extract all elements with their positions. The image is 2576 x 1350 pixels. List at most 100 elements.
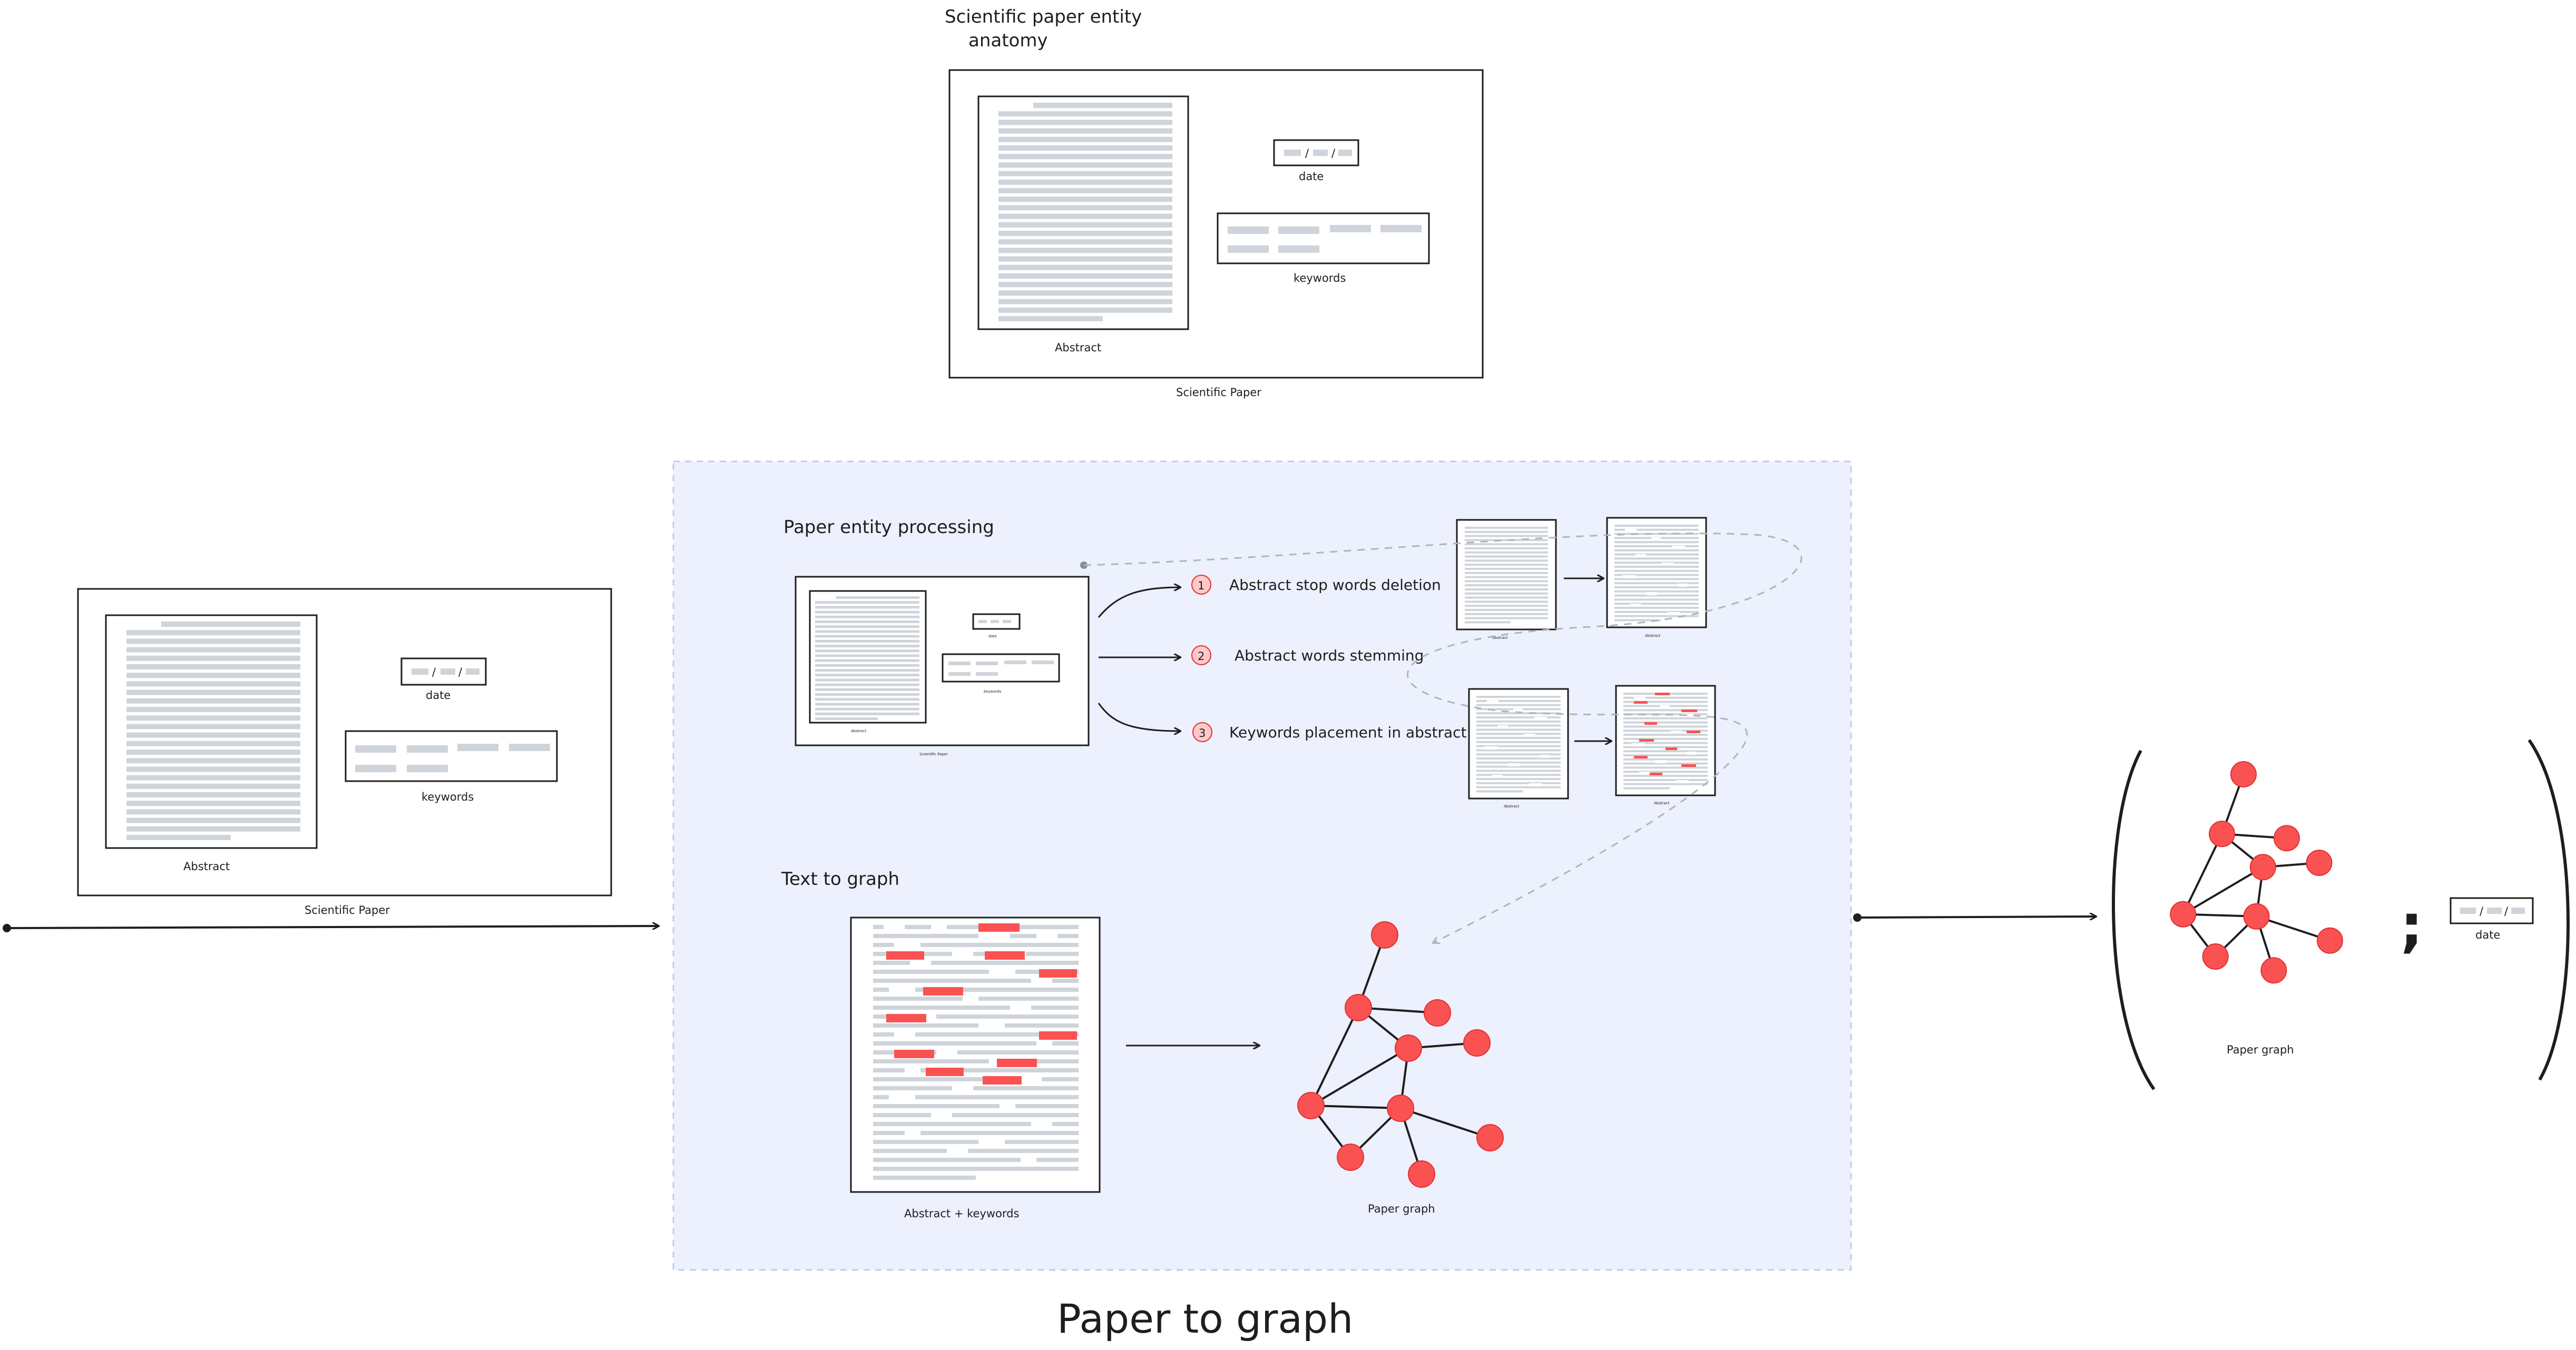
text-line bbox=[1614, 528, 1699, 531]
text-line bbox=[873, 1122, 1079, 1126]
diagram-title: Paper to graph bbox=[1057, 1295, 1353, 1342]
text-line bbox=[1465, 576, 1548, 578]
graph-node bbox=[2274, 825, 2300, 852]
text-line bbox=[873, 1077, 1079, 1081]
text-line bbox=[998, 290, 1172, 296]
removed-word bbox=[1630, 604, 1641, 607]
removed-word bbox=[1031, 1122, 1052, 1128]
input-abstract-label: Abstract bbox=[183, 860, 230, 873]
text-line bbox=[815, 649, 919, 653]
text-line bbox=[1476, 757, 1561, 760]
thumb-keywords-after-lines bbox=[1623, 693, 1708, 790]
mini-keywords-placeholder bbox=[948, 661, 1054, 676]
input-keywords-box bbox=[345, 730, 558, 782]
text-line bbox=[161, 622, 300, 627]
text-line bbox=[126, 707, 300, 712]
text-line bbox=[126, 783, 300, 789]
text-line bbox=[1465, 609, 1548, 611]
text-line bbox=[998, 307, 1172, 313]
anatomy-paper-label: Scientific Paper bbox=[1176, 386, 1261, 399]
graph-node bbox=[1387, 1095, 1414, 1122]
text-line bbox=[1465, 568, 1548, 570]
thumb-3-label: Abstract bbox=[1504, 804, 1520, 809]
input-paper-section: Abstract / / date keywords Scientific Pa… bbox=[3, 588, 659, 932]
removed-word bbox=[1524, 734, 1535, 737]
text-line bbox=[1623, 783, 1708, 785]
text-line bbox=[873, 1023, 1079, 1028]
input-abstract-text-lines bbox=[126, 622, 300, 840]
graph-node bbox=[2260, 957, 2287, 984]
text-line bbox=[126, 835, 231, 840]
text-line bbox=[873, 1095, 1079, 1099]
removed-word bbox=[910, 961, 931, 967]
keyword-highlight bbox=[1634, 701, 1648, 704]
keyword-highlight bbox=[1681, 764, 1696, 767]
removed-word bbox=[947, 1149, 968, 1155]
keyword-highlight bbox=[1687, 731, 1700, 733]
text-line bbox=[1623, 762, 1708, 765]
removed-word bbox=[1625, 529, 1637, 532]
text-line bbox=[873, 925, 1079, 929]
text-line bbox=[873, 1068, 1079, 1072]
removed-word bbox=[889, 1095, 915, 1101]
text-line bbox=[873, 970, 1079, 974]
thumb-keywords-before bbox=[1468, 688, 1569, 800]
text-line bbox=[126, 775, 300, 781]
pipeline-dashed-connector bbox=[1083, 533, 1803, 943]
text-line bbox=[998, 205, 1172, 211]
text-line bbox=[1465, 559, 1548, 562]
graph-node bbox=[2170, 901, 2197, 928]
text-line bbox=[873, 1158, 1079, 1162]
graph-node bbox=[1337, 1144, 1364, 1171]
text-line bbox=[1614, 578, 1699, 580]
keyword-highlight bbox=[1634, 756, 1648, 758]
output-date-label: date bbox=[2475, 929, 2500, 941]
text-line bbox=[1614, 615, 1699, 617]
processing-title: Paper entity processing bbox=[783, 517, 994, 538]
mini-paper-label: Scientific Paper bbox=[919, 752, 948, 756]
text-line bbox=[815, 693, 919, 696]
text-line bbox=[873, 988, 1079, 992]
text-line bbox=[998, 264, 1172, 270]
text-line bbox=[815, 669, 919, 672]
removed-word bbox=[905, 1131, 920, 1137]
text-line bbox=[998, 179, 1172, 185]
text-line bbox=[126, 741, 300, 746]
removed-word bbox=[1631, 743, 1645, 746]
text-line bbox=[1623, 701, 1708, 703]
text-line bbox=[1614, 594, 1699, 597]
text-line bbox=[126, 673, 300, 678]
keyword-highlight bbox=[1039, 1031, 1077, 1040]
text-line bbox=[1614, 574, 1699, 576]
graph-node bbox=[2306, 850, 2333, 876]
text-line bbox=[1465, 527, 1548, 529]
graph-node bbox=[1371, 921, 1398, 949]
text-line bbox=[1614, 541, 1699, 544]
removed-word bbox=[936, 1050, 957, 1057]
anatomy-title-line1: Scientific paper entity bbox=[945, 6, 1142, 27]
thumb-2-label: Abstract bbox=[1645, 634, 1661, 638]
input-keywords-label: keywords bbox=[422, 791, 474, 803]
keyword-highlight bbox=[886, 1014, 926, 1022]
text-line bbox=[815, 620, 919, 623]
text-line bbox=[1614, 603, 1699, 605]
svg-text:/: / bbox=[2504, 905, 2509, 918]
removed-word bbox=[963, 997, 978, 1003]
text-line bbox=[815, 703, 919, 706]
text-line bbox=[126, 689, 300, 695]
graph-edge bbox=[1310, 1007, 1359, 1106]
text-line bbox=[1476, 774, 1561, 776]
paper-graph-output-label: Paper graph bbox=[2227, 1043, 2294, 1056]
text-line bbox=[126, 647, 300, 653]
text-line bbox=[1465, 592, 1548, 595]
anatomy-keywords-label: keywords bbox=[1294, 272, 1346, 284]
removed-word bbox=[1529, 783, 1542, 786]
text-line bbox=[1476, 761, 1561, 764]
text-line bbox=[815, 645, 919, 647]
input-abstract-box bbox=[105, 614, 318, 849]
output-section: Paper graph ; / / date bbox=[1853, 739, 2570, 1090]
text-line bbox=[998, 128, 1172, 134]
text-line bbox=[1623, 766, 1708, 769]
text-line bbox=[126, 750, 300, 755]
mini-keywords-box bbox=[942, 653, 1060, 683]
